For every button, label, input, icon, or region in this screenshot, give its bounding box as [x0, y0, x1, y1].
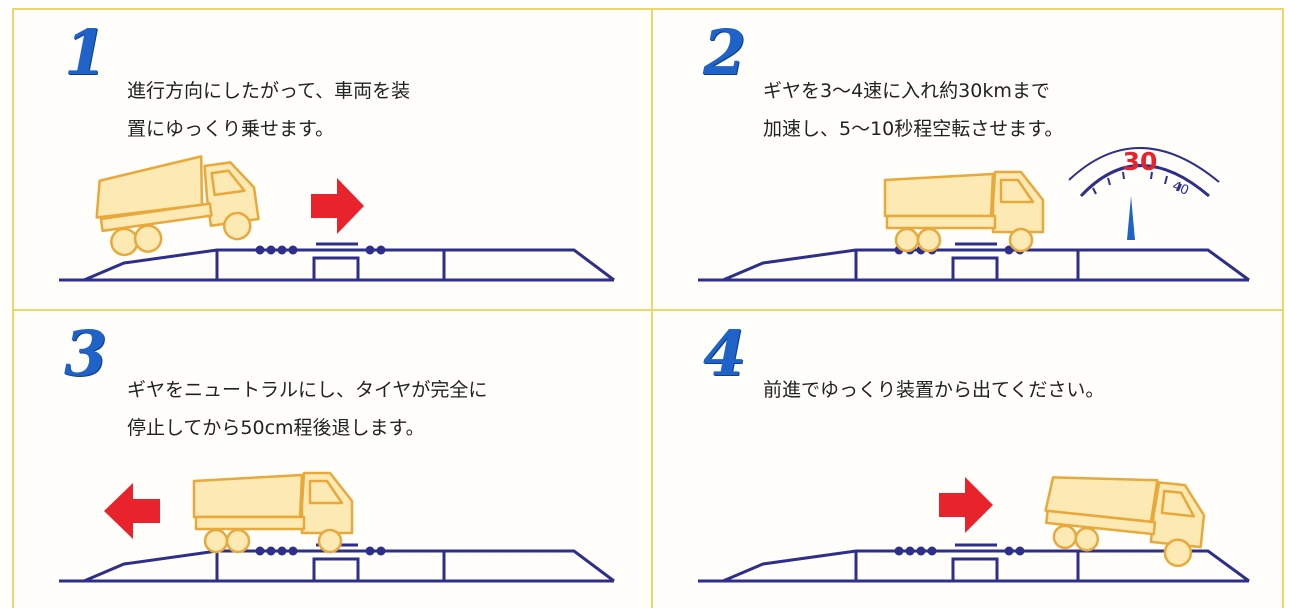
- step-number: 3: [64, 317, 108, 390]
- description-line: 加速し、5～10秒程空転させます。: [763, 118, 1064, 140]
- arrow-right-icon: [939, 477, 993, 533]
- dump-truck-icon: [883, 170, 1045, 253]
- test-stand-track: [698, 242, 1250, 282]
- description-line: ギヤをニュートラルにし、タイヤが完全に: [127, 379, 488, 401]
- description-line: 進行方向にしたがって、車両を装: [127, 80, 411, 102]
- step-number: 2: [703, 16, 747, 89]
- step-number: 1: [64, 16, 108, 89]
- arrow-right-icon: [311, 178, 364, 234]
- dump-truck-icon: [1044, 476, 1206, 568]
- step-description: 進行方向にしたがって、車両を装 置にゆっくり乗せます。: [127, 72, 410, 148]
- roller-set: [255, 546, 386, 556]
- gauge-needle-icon: [1127, 196, 1135, 240]
- test-stand-track: [698, 543, 1250, 583]
- arrow-left-icon: [104, 483, 160, 539]
- step-panel-2: 2 ギヤを3～4速に入れ約30kmまで 加速し、5～10秒程空転させます。: [652, 8, 1284, 310]
- description-line: 停止してから50cm程後退します。: [127, 417, 425, 439]
- step-panel-3: 3 ギヤをニュートラルにし、タイヤが完全に 停止してから50cm程後退します。: [12, 310, 652, 608]
- description-line: 前進でゆっくり装置から出てください。: [763, 379, 1105, 401]
- roller-set: [894, 546, 1025, 556]
- description-line: 置にゆっくり乗せます。: [127, 118, 335, 140]
- speed-30-label: 30: [1123, 147, 1158, 176]
- step-panel-4: 4 前進でゆっくり装置から出てください。: [652, 310, 1284, 608]
- description-line: ギヤを3～4速に入れ約30kmまで: [763, 80, 1050, 102]
- step-2-illustration: 30 40: [698, 147, 1250, 282]
- step-description: 前進でゆっくり装置から出てください。: [763, 371, 1104, 409]
- dump-truck-icon: [95, 155, 260, 257]
- step-description: ギヤを3～4速に入れ約30kmまで 加速し、5～10秒程空転させます。: [763, 72, 1063, 148]
- dump-truck-icon: [192, 471, 354, 554]
- speedometer-gauge: 30 40: [1068, 147, 1220, 240]
- step-4-illustration: [698, 476, 1250, 583]
- step-1-illustration: [59, 155, 615, 282]
- step-number: 4: [703, 317, 747, 390]
- roller-set: [255, 245, 386, 255]
- speed-40-label: 40: [1170, 179, 1191, 199]
- test-stand-track: [59, 242, 615, 282]
- step-panel-1: 1 進行方向にしたがって、車両を装 置にゆっくり乗せます。: [12, 8, 652, 310]
- step-3-illustration: [59, 471, 615, 583]
- step-description: ギヤをニュートラルにし、タイヤが完全に 停止してから50cm程後退します。: [127, 371, 487, 447]
